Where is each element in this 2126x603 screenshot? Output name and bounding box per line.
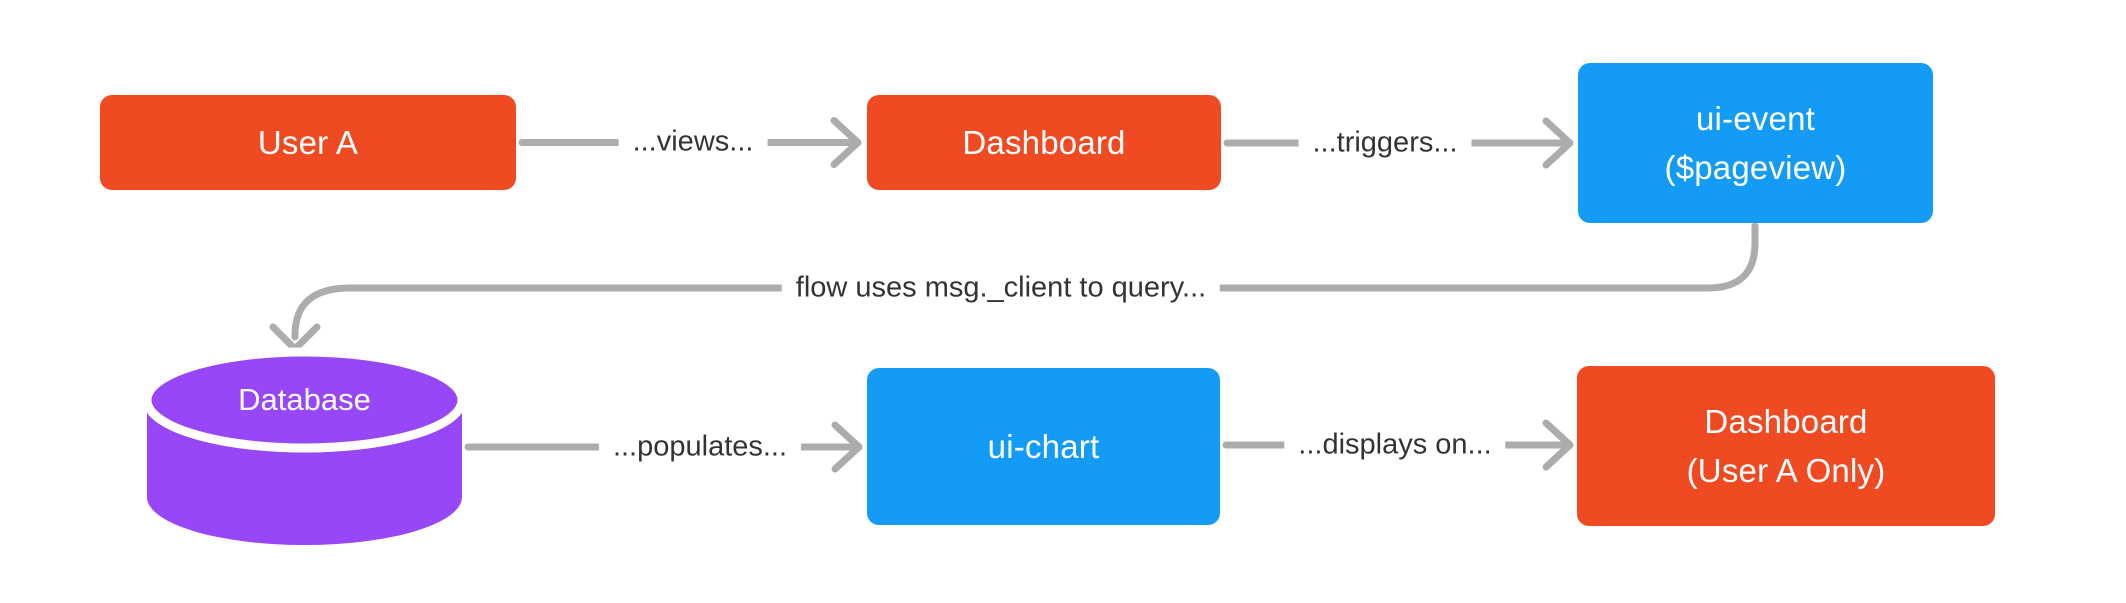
node-ui-chart-label: ui-chart: [987, 427, 1100, 465]
arrowhead-right-icon: [1542, 419, 1574, 471]
node-ui-event-label: ui-event: [1695, 99, 1815, 137]
database-cylinder-icon: [142, 347, 467, 545]
arrowhead-right-icon: [1542, 117, 1574, 169]
node-dashboard-label: Dashboard: [962, 123, 1126, 161]
node-ui-event-sublabel: ($pageview): [1664, 149, 1847, 186]
node-ui-chart: ui-chart: [867, 368, 1220, 525]
arrowhead-right-icon: [831, 421, 863, 473]
arrowhead-right-icon: [830, 117, 862, 168]
edge-label-query: flow uses msg._client to query...: [781, 268, 1221, 308]
node-database-label: Database: [238, 382, 371, 417]
node-database: Database: [147, 368, 462, 432]
node-ui-event: ui-event ($pageview): [1578, 63, 1933, 223]
node-dashboard-user-a-only-label: Dashboard: [1704, 402, 1868, 440]
node-dashboard-user-a-only-sublabel: (User A Only): [1686, 452, 1886, 489]
edge-label-populates: ...populates...: [598, 427, 802, 467]
node-dashboard-user-a-only: Dashboard (User A Only): [1577, 366, 1995, 526]
edge-label-views: ...views...: [618, 122, 768, 162]
edge-label-displays: ...displays on...: [1284, 425, 1506, 465]
node-user-a: User A: [100, 95, 516, 190]
node-user-a-label: User A: [257, 123, 359, 161]
edge-label-triggers: ...triggers...: [1298, 123, 1472, 163]
node-dashboard: Dashboard: [867, 95, 1221, 190]
